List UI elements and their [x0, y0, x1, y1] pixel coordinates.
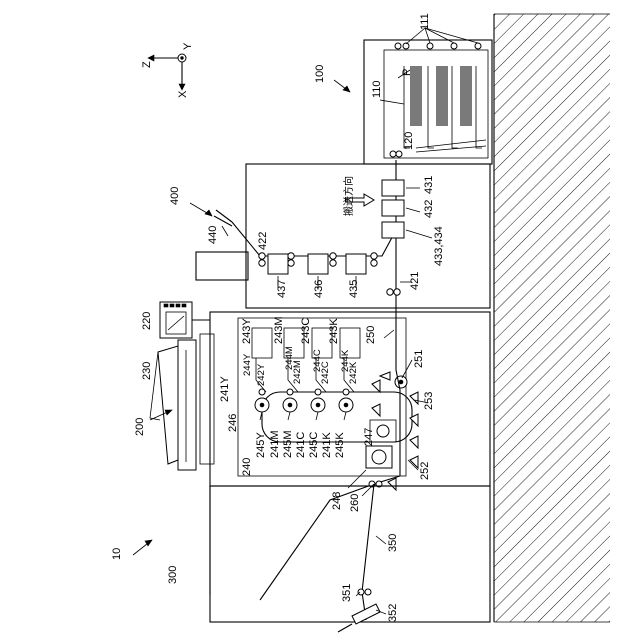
- x-axis-label: X: [177, 90, 189, 98]
- panel-label: 220: [141, 312, 153, 330]
- pre-processor-unit: 搬送方向 431 432 433,434 437 436 435 421 422…: [196, 160, 490, 310]
- fixer-260-label: 260: [349, 494, 361, 512]
- unit-431-label: 431: [423, 176, 435, 194]
- scanner-label: 230: [141, 362, 153, 380]
- prim-245c-label: 245C: [308, 432, 320, 458]
- direction-indicator: 搬送方向: [342, 176, 374, 216]
- exp-243y-label: 243Y: [241, 318, 253, 344]
- post-tray-352-label: 352: [387, 604, 399, 622]
- unit-433-434-label: 433,434: [433, 226, 445, 266]
- belt-246-label: 246: [227, 414, 239, 432]
- dev-241c-label: 241C: [295, 432, 307, 458]
- paper-stack: [404, 66, 486, 152]
- system-label: 10: [111, 540, 152, 560]
- roller-251-label: 251: [413, 350, 425, 368]
- path-250-label: 250: [365, 326, 377, 344]
- operation-panel: [160, 302, 210, 338]
- feeder-unit-label: 100: [314, 65, 326, 83]
- system-label-text: 10: [111, 548, 123, 560]
- prim-245m-label: 245M: [282, 430, 294, 458]
- direction-label: 搬送方向: [342, 176, 355, 216]
- drum-242k-label: 242K: [348, 361, 359, 384]
- engine-labels: 240 246 241Y 243Y 243M 243C 243K 244Y 24…: [219, 316, 431, 512]
- exp-243c-label: 243C: [300, 318, 312, 344]
- axes-glyph: Z Y X: [141, 42, 194, 98]
- lower-252-label: 252: [419, 462, 431, 480]
- scanner: [150, 340, 196, 470]
- prim-245y-label: 245Y: [255, 432, 267, 458]
- z-axis-label: Z: [141, 61, 153, 68]
- post-output-351-label: 351: [341, 584, 353, 602]
- drum-242m-label: 242M: [292, 360, 303, 384]
- frame-240-label: 240: [241, 458, 253, 476]
- feeder-unit: 111 P 110 120: [364, 13, 492, 164]
- drum-242y-label: 242Y: [256, 363, 267, 386]
- dev-241k-label: 241K: [321, 432, 333, 458]
- drum-242c-label: 242C: [320, 361, 331, 384]
- dev-241y-label: 241Y: [219, 376, 231, 402]
- y-axis-label: Y: [182, 42, 194, 50]
- pre-processor-label: 400: [169, 187, 181, 205]
- exp-243m-label: 243M: [273, 316, 285, 344]
- prim-245k-label: 245K: [334, 432, 346, 458]
- feeder-guide-label: 120: [403, 132, 415, 150]
- unit-432-label: 432: [423, 200, 435, 218]
- exp-243k-label: 243K: [328, 318, 340, 344]
- floor: [494, 14, 610, 622]
- post-processor-label: 300: [167, 566, 179, 584]
- image-former-label: 200: [134, 418, 146, 436]
- secondary-247-label: 247: [363, 428, 375, 446]
- chg-244y-label: 244Y: [242, 353, 253, 376]
- roller-422-label: 422: [257, 232, 269, 250]
- sep-248-label: 248: [331, 492, 343, 510]
- feeder-tray-label: 110: [371, 80, 383, 98]
- tray-marker-label: 111: [419, 13, 431, 30]
- tray-440-label: 440: [207, 226, 219, 244]
- path-421-label: 421: [409, 272, 421, 290]
- processor-436-label: 436: [313, 280, 325, 298]
- post-path-350-label: 350: [387, 534, 399, 552]
- dev-241m-label: 241M: [269, 430, 281, 458]
- belt-clean-253-label: 253: [423, 392, 435, 410]
- processor-435-label: 435: [348, 280, 360, 298]
